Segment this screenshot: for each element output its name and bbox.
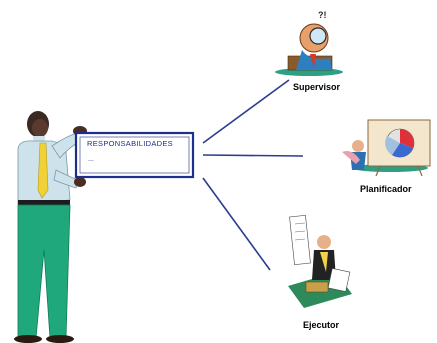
connector-ejecutor xyxy=(202,177,271,271)
executor-paperwork-icon xyxy=(288,214,352,308)
connector-supervisor xyxy=(202,79,290,144)
role-label-ejecutor: Ejecutor xyxy=(303,320,340,330)
role-label-planificador: Planificador xyxy=(360,184,412,194)
sign-body-placeholder: ... xyxy=(88,156,94,163)
connector-planificador xyxy=(202,154,304,157)
planner-presentation-icon xyxy=(342,119,431,177)
supervisor-clipart-icon: ?! xyxy=(275,10,343,76)
svg-text:?!: ?! xyxy=(318,10,327,20)
responsibilities-sign xyxy=(74,131,195,179)
sign-title: RESPONSABILIDADES xyxy=(87,139,173,148)
role-label-supervisor: Supervisor xyxy=(293,82,341,92)
